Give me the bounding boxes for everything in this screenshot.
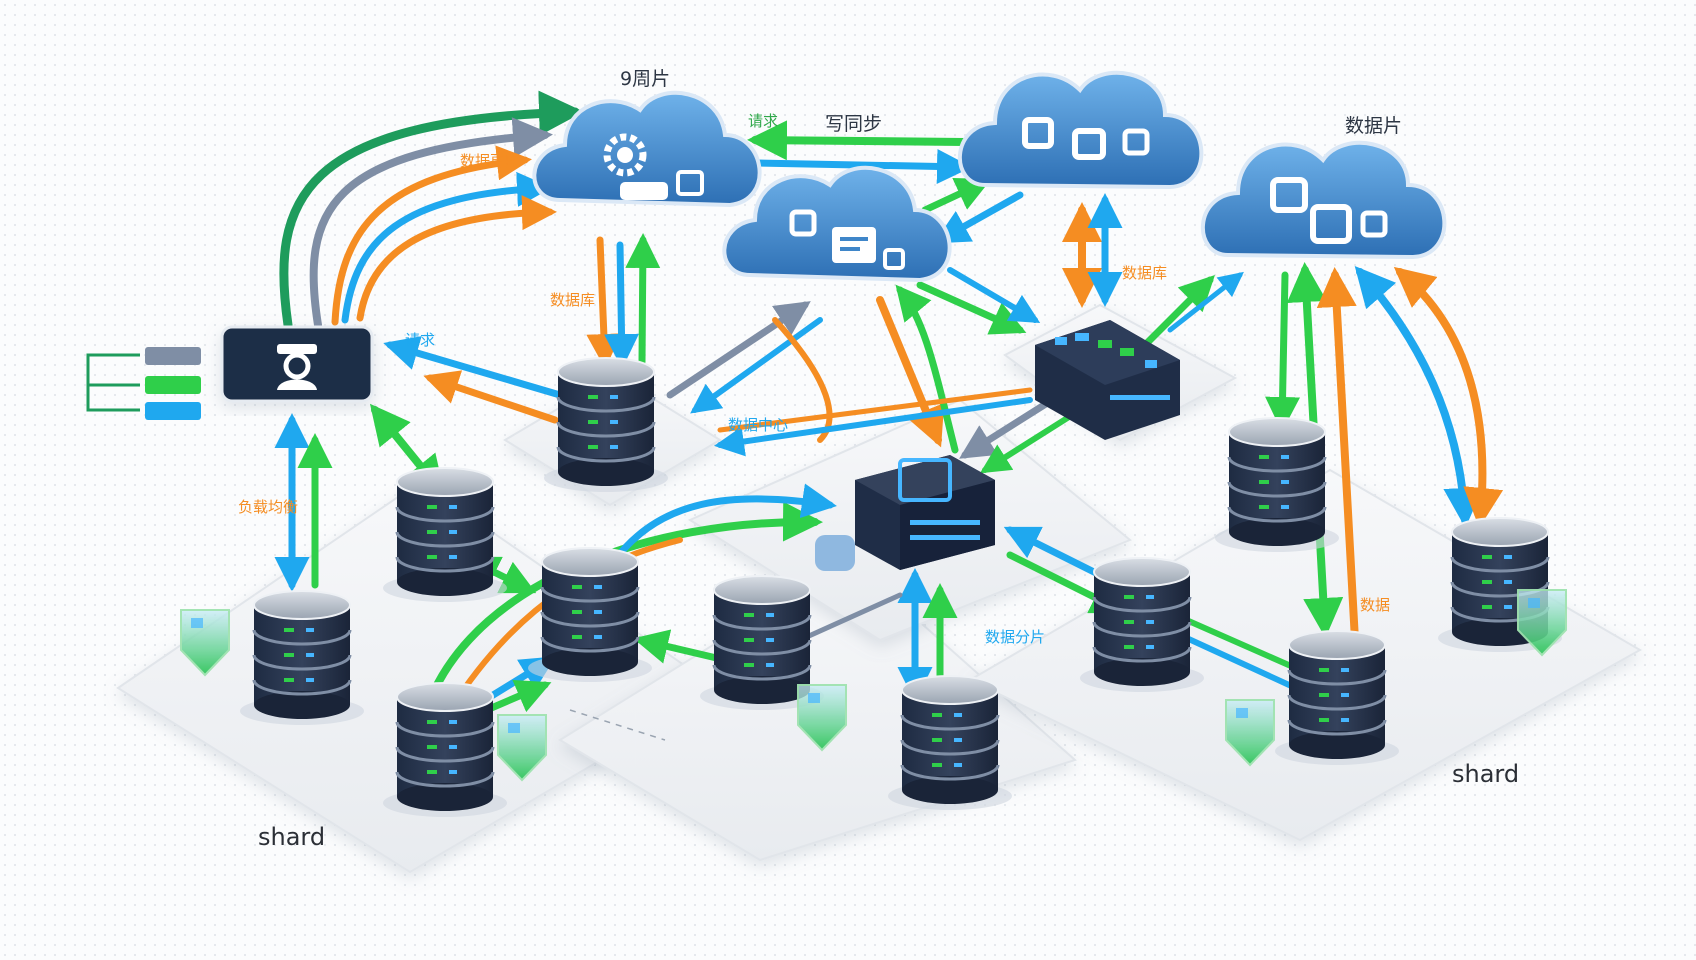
label-data-center: 数据中心 — [728, 416, 788, 434]
label-shard-right: shard — [1452, 760, 1519, 788]
arrow-blue-cloud2-rack — [947, 267, 1041, 324]
label-db-left: 数据库 — [550, 291, 595, 309]
arrow-green-rack-cloud4 — [1141, 275, 1215, 349]
arrow-green-cloud2-cloud3 — [921, 177, 992, 214]
arrow-blue-arc-left-hub — [611, 483, 837, 564]
arrow-blue-hub-db1 — [714, 397, 1033, 457]
shield-container-icon — [180, 609, 230, 677]
label-request-top: 请求 — [748, 112, 778, 130]
db-shard-left-bottom-icon[interactable] — [383, 682, 507, 817]
arrow-orange-arc-2 — [356, 195, 557, 322]
arrow-green-cloud-sync — [747, 120, 969, 161]
chip-icon — [789, 209, 817, 237]
arrow-green-cloud-db — [625, 233, 661, 366]
user-icon — [277, 344, 317, 390]
connector-icon — [620, 182, 668, 200]
label-top-cloud: 9周片 — [620, 68, 670, 90]
small-db-stack — [815, 535, 855, 571]
label-db-right: 数据库 — [1122, 264, 1167, 282]
chip-icon — [1122, 128, 1150, 156]
arrow-slate-db-cloud2 — [666, 301, 811, 399]
gear-icon — [603, 133, 647, 177]
db-shard-left-mid-icon[interactable] — [528, 547, 652, 682]
shield-container-icon — [797, 684, 847, 752]
arrow-orange-cloud4-shard-right — [1316, 267, 1359, 644]
label-right-cloud: 数据片 — [1345, 115, 1402, 137]
cloud-service-1[interactable] — [532, 90, 762, 208]
arrow-orange-cloud-db — [586, 236, 622, 369]
arrow-blue-arc — [341, 171, 552, 324]
arrow-orange-hub-db1 — [717, 387, 1033, 433]
client-user-box[interactable] — [220, 325, 374, 403]
processor-icon — [1310, 204, 1352, 244]
arrow-green-cloud4-db — [1265, 271, 1301, 432]
label-db-upper-left: 数据更库 — [460, 152, 520, 170]
label-shard-left: shard — [258, 823, 325, 851]
arrow-orange-arc-1 — [331, 145, 532, 326]
arrow-green-hub-cloud2 — [895, 284, 959, 454]
document-icon — [832, 227, 876, 263]
db-glass-hub-icon[interactable] — [700, 575, 824, 710]
chip-icon — [1360, 210, 1388, 238]
db-center-bottom-icon[interactable] — [888, 675, 1012, 810]
arrow-blue-shard-right-link — [1177, 632, 1303, 693]
db-right-mid-icon[interactable] — [1080, 557, 1204, 692]
arrow-orange-db-user — [423, 370, 559, 424]
arrow-green-cloud2-rack — [916, 281, 1027, 335]
client-tree-connector — [86, 347, 201, 420]
arrow-blue-cloud-db — [604, 241, 640, 369]
connector-bar-slate — [145, 347, 201, 365]
arrow-dark-green-arc — [279, 90, 584, 330]
arrow-slate-arc — [309, 117, 553, 329]
chip-icon — [676, 170, 704, 196]
arrow-blue-rack-cloud4 — [1167, 271, 1244, 333]
diagram-labels: 9周片 写同步 请求 数据更库 数据库 请求 数据库 数据片 负载均衡 数据中心… — [238, 68, 1519, 851]
chip-icon — [1022, 117, 1054, 149]
db-right-far-icon[interactable] — [1438, 517, 1562, 652]
db-upper-left-icon[interactable] — [544, 357, 668, 492]
cloud-service-3[interactable] — [958, 70, 1204, 190]
arrow-green-shard-left-d — [633, 629, 729, 664]
cloud-service-2[interactable] — [722, 165, 952, 283]
dashed-divider — [569, 709, 666, 741]
shield-container-icon — [1517, 589, 1567, 657]
shield-container-icon — [497, 714, 547, 782]
arrow-blue-cloud2-cloud3 — [933, 191, 1024, 244]
cloud-service-4[interactable] — [1201, 140, 1447, 260]
label-request-mid: 请求 — [405, 331, 435, 349]
db-shard-left-top-icon[interactable] — [383, 467, 507, 602]
db-shard-left-main-icon[interactable] — [240, 590, 364, 725]
arrow-slate-bottom — [797, 592, 903, 643]
monitor-icon — [898, 458, 952, 502]
arrow-blue-db-cloud2 — [690, 317, 823, 414]
shield-container-icon — [1225, 699, 1275, 767]
label-data-right-mid: 数据 — [1360, 596, 1390, 614]
arrow-green-rack-hub — [979, 407, 1083, 474]
db-right-top-icon[interactable] — [1215, 417, 1339, 552]
arrow-blue-db-user — [383, 336, 564, 399]
chip-icon — [1072, 128, 1106, 160]
database-cylinders — [180, 357, 1567, 817]
chip-icon — [883, 248, 905, 270]
central-hub-server[interactable] — [815, 455, 995, 571]
label-load-balance: 负载均衡 — [238, 498, 298, 516]
db-right-bottom-icon[interactable] — [1275, 630, 1399, 765]
label-write-sync: 写同步 — [825, 113, 882, 135]
arrow-blue-cloud-sync — [751, 148, 972, 184]
connector-bar-green — [145, 376, 201, 394]
arrow-blue-cloud4-db-far — [1354, 265, 1484, 528]
arrow-green-shard-right-link — [1172, 612, 1303, 673]
connector-bar-blue — [145, 402, 201, 420]
rack-server[interactable] — [1035, 320, 1180, 440]
connection-arrows — [274, 90, 1504, 719]
label-data-bottom: 数据分片 — [985, 628, 1045, 646]
chip-icon — [1270, 177, 1308, 213]
arrow-orange-cloud4-db-far — [1393, 266, 1504, 528]
